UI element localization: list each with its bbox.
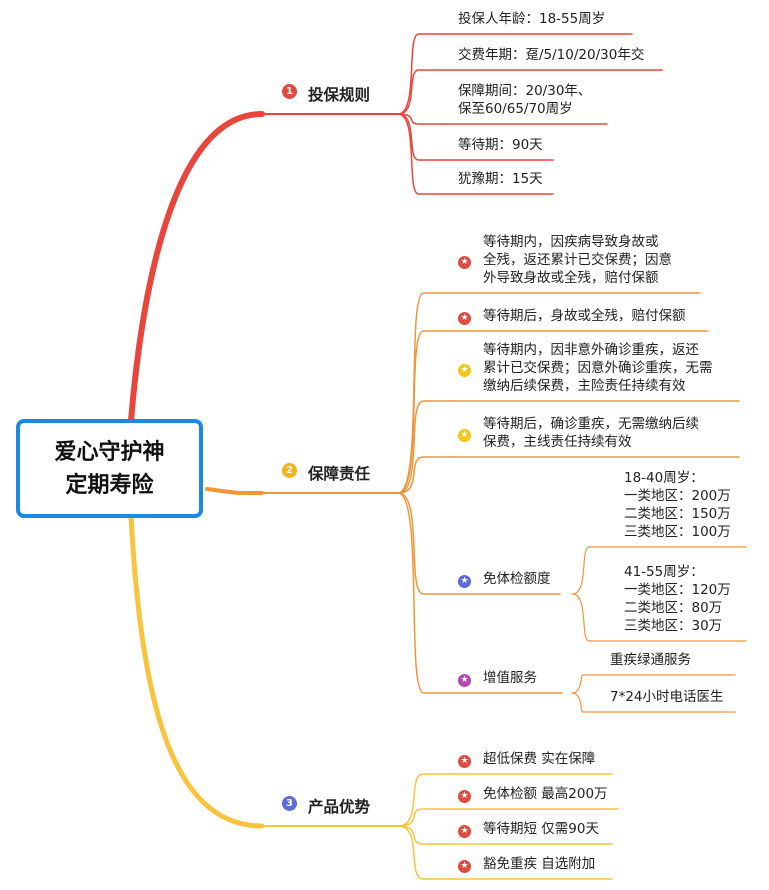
grandchild-connector bbox=[571, 692, 597, 713]
grandchild-node-line: 18-40周岁： bbox=[624, 470, 704, 486]
child-node-line: 等待期短 仅需90天 bbox=[483, 821, 599, 837]
branch-number-badge-2: 2 bbox=[282, 463, 297, 478]
root-node[interactable]: 爱心守护神 定期寿险 bbox=[16, 419, 203, 518]
red-star-icon: ★ bbox=[458, 754, 471, 768]
grandchild-node-line: 7*24小时电话医生 bbox=[610, 689, 724, 705]
child-node[interactable]: 等待期短 仅需90天 bbox=[483, 820, 599, 838]
branch-trunk-1 bbox=[128, 111, 265, 424]
child-node-line: 投保人年龄：18-55周岁 bbox=[458, 11, 606, 27]
blue-star-icon: ★ bbox=[458, 574, 471, 588]
child-node[interactable]: 等待期内，因疾病导致身故或全残，返还累计已交保费；因意外导致身故或全残，赔付保额 bbox=[483, 233, 672, 287]
branch-title-2[interactable]: 保障责任 bbox=[308, 465, 371, 483]
purple-star-icon: ★ bbox=[458, 673, 471, 687]
child-node-line: 等待期内，因非意外确诊重疾，返还 bbox=[483, 342, 699, 358]
child-connector bbox=[397, 456, 456, 494]
child-node[interactable]: 犹豫期：15天 bbox=[458, 170, 543, 188]
red-star-icon: ★ bbox=[458, 789, 471, 803]
branch-title-3[interactable]: 产品优势 bbox=[308, 798, 371, 816]
branch-title-1[interactable]: 投保规则 bbox=[308, 86, 371, 104]
child-connector bbox=[397, 825, 456, 880]
grandchild-node-line: 一类地区：200万 bbox=[624, 488, 731, 504]
grandchild-node-line: 一类地区：120万 bbox=[624, 582, 731, 598]
grandchild-node-line: 三类地区：100万 bbox=[624, 524, 731, 540]
red-star-icon: ★ bbox=[458, 255, 471, 269]
child-node[interactable]: 免体检额度 bbox=[483, 570, 551, 588]
child-connector bbox=[397, 69, 445, 115]
child-node-line: 等待期后，身故或全残，赔付保额 bbox=[483, 308, 686, 324]
yellow-star-icon: ★ bbox=[458, 363, 471, 377]
grandchild-node-line: 重疾绿通服务 bbox=[610, 652, 691, 668]
child-connector bbox=[397, 825, 456, 845]
branch-trunk-2 bbox=[205, 487, 264, 495]
grandchild-node[interactable]: 重疾绿通服务 bbox=[610, 651, 691, 669]
grandchild-node[interactable]: 7*24小时电话医生 bbox=[610, 688, 724, 706]
yellow-star-icon: ★ bbox=[458, 428, 471, 442]
grandchild-connector bbox=[571, 546, 611, 595]
branch-number-badge-1: 1 bbox=[282, 84, 297, 99]
child-node-line: 外导致身故或全残，赔付保额 bbox=[483, 270, 659, 286]
child-node-line: 等待期：90天 bbox=[458, 137, 543, 153]
grandchild-node[interactable]: 41-55周岁： 一类地区：120万二类地区：80万三类地区：30万 bbox=[624, 563, 731, 635]
child-connector bbox=[397, 492, 456, 595]
child-node[interactable]: 等待期后，身故或全残，赔付保额 bbox=[483, 307, 686, 325]
red-star-icon: ★ bbox=[458, 859, 471, 873]
grandchild-node-line: 二类地区：80万 bbox=[624, 600, 723, 616]
grandchild-node-line: 41-55周岁： bbox=[624, 564, 704, 580]
grandchild-node[interactable]: 18-40周岁： 一类地区：200万二类地区：150万三类地区：100万 bbox=[624, 469, 731, 541]
child-node[interactable]: 豁免重疾 自选附加 bbox=[483, 855, 595, 873]
child-connector bbox=[397, 808, 456, 827]
grandchild-node-line: 三类地区：30万 bbox=[624, 618, 723, 634]
child-connector bbox=[397, 292, 456, 494]
child-node[interactable]: 增值服务 bbox=[483, 669, 537, 687]
child-node-line: 全残，返还累计已交保费；因意 bbox=[483, 252, 672, 268]
branch-number-badge-3: 3 bbox=[282, 796, 297, 811]
child-node-line: 等待期内，因疾病导致身故或 bbox=[483, 234, 659, 250]
child-node-line: 豁免重疾 自选附加 bbox=[483, 856, 596, 872]
red-star-icon: ★ bbox=[458, 311, 471, 325]
grandchild-connector bbox=[571, 674, 597, 694]
child-connector bbox=[397, 400, 456, 494]
child-node[interactable]: 保障期间：20/30年、保至60/65/70周岁 bbox=[458, 82, 591, 118]
child-node-line: 累计已交保费；因意外确诊重疾，无需 bbox=[483, 360, 713, 376]
child-node-line: 保障期间：20/30年、 bbox=[458, 83, 592, 99]
child-node-line: 免体检额度 bbox=[483, 571, 551, 587]
child-node[interactable]: 超低保费 实在保障 bbox=[483, 750, 595, 768]
child-node[interactable]: 等待期：90天 bbox=[458, 136, 543, 154]
child-node-line: 犹豫期：15天 bbox=[458, 171, 543, 187]
child-node-line: 缴纳后续保费，主险责任持续有效 bbox=[483, 378, 686, 394]
child-connector bbox=[397, 33, 445, 115]
child-node[interactable]: 投保人年龄：18-55周岁 bbox=[458, 10, 605, 28]
child-node-line: 保费，主线责任持续有效 bbox=[483, 434, 632, 450]
child-node[interactable]: 交费年期：趸/5/10/20/30年交 bbox=[458, 46, 644, 64]
child-node-line: 超低保费 实在保障 bbox=[483, 751, 596, 767]
branch-trunk-3 bbox=[128, 513, 265, 829]
child-connector bbox=[397, 773, 456, 827]
child-connector bbox=[397, 113, 445, 161]
child-node-line: 增值服务 bbox=[483, 670, 537, 686]
child-node-line: 免体检额 最高200万 bbox=[483, 786, 608, 802]
root-title-line-1: 爱心守护神 bbox=[54, 439, 165, 465]
child-node-line: 交费年期：趸/5/10/20/30年交 bbox=[458, 47, 645, 63]
child-node[interactable]: 免体检额 最高200万 bbox=[483, 785, 608, 803]
child-connector bbox=[397, 113, 445, 125]
grandchild-connector bbox=[571, 593, 611, 642]
child-connector bbox=[397, 113, 445, 195]
child-connector bbox=[397, 330, 456, 494]
grandchild-node-line: 二类地区：150万 bbox=[624, 506, 731, 522]
red-star-icon: ★ bbox=[458, 824, 471, 838]
child-connector bbox=[397, 492, 456, 694]
child-node[interactable]: 等待期后，确诊重疾，无需缴纳后续保费，主线责任持续有效 bbox=[483, 415, 699, 451]
root-title-line-2: 定期寿险 bbox=[65, 472, 154, 498]
child-node[interactable]: 等待期内，因非意外确诊重疾，返还累计已交保费；因意外确诊重疾，无需缴纳后续保费，… bbox=[483, 341, 713, 395]
child-node-line: 等待期后，确诊重疾，无需缴纳后续 bbox=[483, 416, 699, 432]
child-node-line: 保至60/65/70周岁 bbox=[458, 101, 573, 117]
